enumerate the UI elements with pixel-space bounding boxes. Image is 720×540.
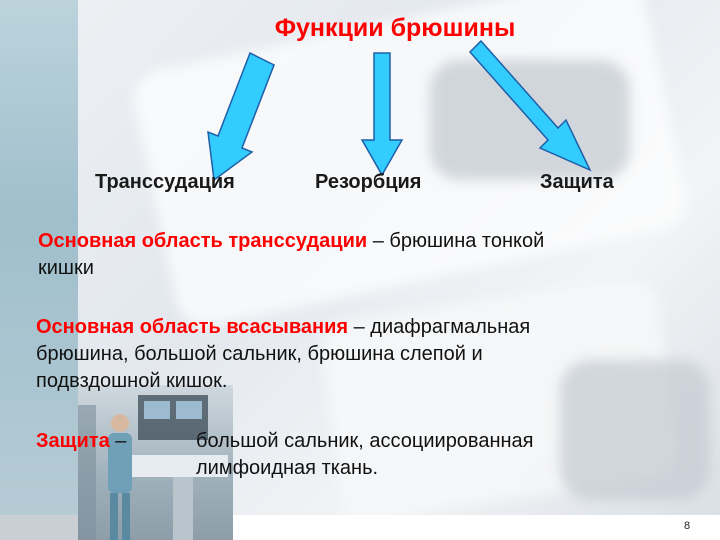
paragraph-absorption: Основная область всасывания – диафрагмал…: [36, 316, 531, 392]
page-number: 8: [684, 520, 691, 532]
arrow-icon-middle: [360, 52, 404, 177]
paragraph-protection-label: Защита –: [36, 430, 127, 452]
highlight-text: Основная область всасывания: [36, 316, 349, 338]
function-label-transsudation: Транссудация: [95, 171, 235, 193]
footer-panel: [230, 515, 720, 540]
highlight-text: Основная область транссудации: [38, 230, 368, 252]
paragraph-transsudation: Основная область транссудации – брюшина …: [38, 230, 545, 279]
paragraph-protection-body: большой сальник, ассоциированная лимфоид…: [196, 430, 534, 479]
slide-title: Функции брюшины: [274, 14, 516, 42]
medical-clinic-image: [78, 385, 233, 540]
arrow-icon-left: [207, 51, 275, 182]
highlight-text: Защита: [36, 430, 110, 452]
function-label-resorption: Резорбция: [315, 171, 422, 193]
function-label-protection: Защита: [540, 171, 614, 193]
left-decorative-strip: [0, 0, 78, 540]
arrow-icon-right: [468, 39, 592, 172]
